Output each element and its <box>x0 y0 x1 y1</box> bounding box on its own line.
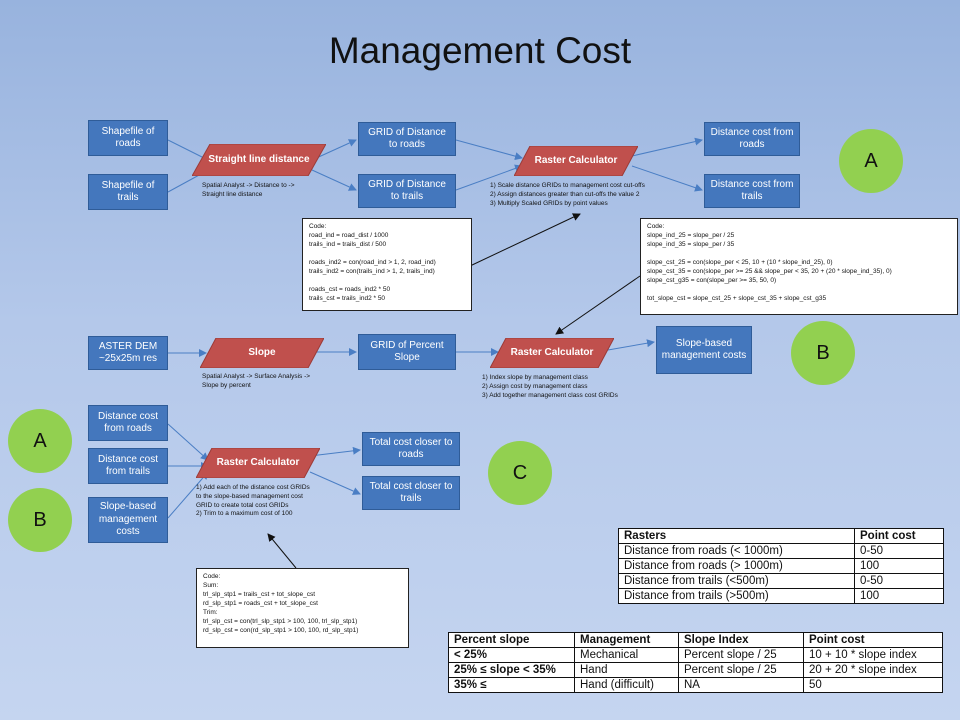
raster-point-cost-table: Rasters Point cost Distance from roads (… <box>618 528 944 604</box>
table-header-cell: Point cost <box>854 528 944 544</box>
table-cell: 100 <box>854 588 944 604</box>
table-header-cell: Point cost <box>803 632 943 648</box>
table-cell: Mechanical <box>574 647 679 663</box>
raster-calculator-1[interactable]: Raster Calculator <box>514 146 638 176</box>
straight-line-note: Spatial Analyst -> Distance to -> Straig… <box>202 182 295 198</box>
raster-calc-2-steps: 1) Index slope by management class 2) As… <box>482 374 618 399</box>
slope-management-table: Percent slope Management Slope Index Poi… <box>448 632 943 693</box>
table-row: Distance from trails (<500m)0-50 <box>618 573 944 589</box>
page-title: Management Cost <box>328 30 632 71</box>
grid-percent-slope-box[interactable]: GRID of Percent Slope <box>358 334 456 370</box>
arrow-calc-to-cost-trails <box>631 165 703 192</box>
pointer-code1 <box>469 213 581 267</box>
table-header-row: Rasters Point cost <box>618 528 944 544</box>
slope-step-label: Slope <box>248 346 276 358</box>
code-total-cost: Code: Sum: trl_slp_stp1 = trails_cst + t… <box>196 568 409 648</box>
code-distance-cost: Code: road_ind = road_dist / 1000 trails… <box>302 218 472 311</box>
straight-line-distance-step[interactable]: Straight line distance <box>192 144 326 176</box>
table-cell: 25% ≤ slope < 35% <box>448 662 575 678</box>
arrow-slopecost-to-calc <box>167 471 209 519</box>
raster-calculator-3[interactable]: Raster Calculator <box>196 448 320 478</box>
distance-cost-roads-box[interactable]: Distance cost from roads <box>704 122 800 156</box>
marker-a-top: A <box>839 129 903 193</box>
table-row: Distance from roads (> 1000m)100 <box>618 558 944 574</box>
pointer-code3 <box>267 533 297 569</box>
table-cell: Percent slope / 25 <box>678 647 804 663</box>
raster-calc-1-steps: 1) Scale distance GRIDs to management co… <box>490 182 645 207</box>
grid-distance-trails-box[interactable]: GRID of Distance to trails <box>358 174 456 208</box>
input-distance-cost-roads-box[interactable]: Distance cost from roads <box>88 405 168 441</box>
table-header-cell: Percent slope <box>448 632 575 648</box>
table-cell: 20 + 20 * slope index <box>803 662 943 678</box>
arrow-calc-to-total-roads <box>309 446 361 457</box>
slope-based-cost-box[interactable]: Slope-based management costs <box>656 326 752 374</box>
marker-b-bottom: B <box>8 488 72 552</box>
table-cell: Distance from trails (<500m) <box>618 573 855 589</box>
marker-a-bottom: A <box>8 409 72 473</box>
marker-c: C <box>488 441 552 505</box>
table-cell: Hand (difficult) <box>574 677 679 693</box>
arrow-calc-to-total-trails <box>309 471 361 495</box>
slope-step[interactable]: Slope <box>200 338 324 368</box>
total-cost-roads-box[interactable]: Total cost closer to roads <box>362 432 460 466</box>
table-cell: NA <box>678 677 804 693</box>
table-cell: 100 <box>854 558 944 574</box>
table-cell: Distance from trails (>500m) <box>618 588 855 604</box>
raster-calculator-2[interactable]: Raster Calculator <box>490 338 614 368</box>
table-cell: < 25% <box>448 647 575 663</box>
marker-b-top: B <box>791 321 855 385</box>
code-slope-cost: Code: slope_ind_25 = slope_per / 25 slop… <box>640 218 958 315</box>
table-header-cell: Slope Index <box>678 632 804 648</box>
table-cell: 35% ≤ <box>448 677 575 693</box>
table-cell: Distance from roads (> 1000m) <box>618 558 855 574</box>
table-header-row: Percent slope Management Slope Index Poi… <box>448 632 943 648</box>
arrow-grid-roads-to-calc <box>455 139 523 161</box>
table-header-cell: Management <box>574 632 679 648</box>
table-cell: 0-50 <box>854 573 944 589</box>
raster-calculator-2-label: Raster Calculator <box>510 346 594 358</box>
grid-distance-roads-box[interactable]: GRID of Distance to roads <box>358 122 456 156</box>
table-row: Distance from roads (< 1000m)0-50 <box>618 543 944 559</box>
raster-calculator-3-label: Raster Calculator <box>216 456 300 468</box>
table-cell: 10 + 10 * slope index <box>803 647 943 663</box>
table-row: Distance from trails (>500m)100 <box>618 588 944 604</box>
table-cell: Percent slope / 25 <box>678 662 804 678</box>
table-cell: 50 <box>803 677 943 693</box>
roads-shapefile-box[interactable]: Shapefile of roads <box>88 120 168 156</box>
raster-calc-3-steps: 1) Add each of the distance cost GRIDs t… <box>196 484 310 518</box>
straight-line-distance-label: Straight line distance <box>208 153 310 165</box>
table-cell: Distance from roads (< 1000m) <box>618 543 855 559</box>
aster-dem-box[interactable]: ASTER DEM ~25x25m res <box>88 336 168 370</box>
table-cell: Hand <box>574 662 679 678</box>
trails-shapefile-box[interactable]: Shapefile of trails <box>88 174 168 210</box>
arrow-grid-trails-to-calc <box>455 164 523 191</box>
distance-cost-trails-box[interactable]: Distance cost from trails <box>704 174 800 208</box>
arrow-calc-to-slope-cost <box>607 339 655 351</box>
total-cost-trails-box[interactable]: Total cost closer to trails <box>362 476 460 510</box>
input-distance-cost-trails-box[interactable]: Distance cost from trails <box>88 448 168 484</box>
arrow-distroads-to-calc <box>167 423 209 461</box>
input-slope-cost-box[interactable]: Slope-based management costs <box>88 497 168 543</box>
pointer-code2 <box>555 275 641 335</box>
arrow-distance-to-grid-trails <box>311 169 357 191</box>
table-cell: 0-50 <box>854 543 944 559</box>
raster-calculator-1-label: Raster Calculator <box>534 154 618 166</box>
table-header-cell: Rasters <box>618 528 855 544</box>
arrow-calc-to-cost-roads <box>631 137 703 157</box>
slope-note: Spatial Analyst -> Surface Analysis -> S… <box>202 373 311 389</box>
